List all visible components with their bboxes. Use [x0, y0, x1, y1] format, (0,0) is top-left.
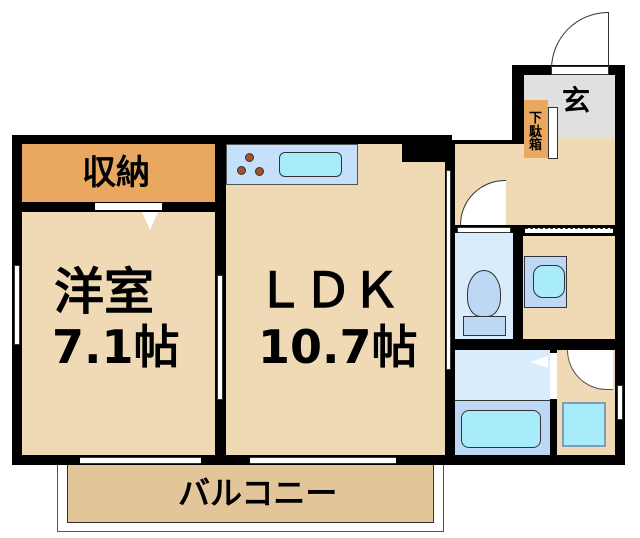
kitchen-sink-icon	[279, 152, 342, 177]
washing-machine-icon	[562, 402, 606, 447]
toilet-bowl-icon	[467, 270, 501, 317]
laundry-door[interactable]	[567, 350, 613, 390]
shoe-box-label: 下駄箱	[529, 111, 543, 154]
ldk-balcony-window[interactable]	[250, 457, 396, 464]
ldk-hall-sliding-door[interactable]	[446, 170, 451, 370]
ldk: ＬＤＫ 10.7帖	[226, 144, 445, 455]
balcony: バルコニー	[57, 462, 444, 532]
bedroom-door[interactable]	[217, 275, 223, 400]
hallway-upper	[548, 137, 615, 147]
bathroom-door[interactable]	[550, 353, 557, 399]
bedroom: 洋室 7.1帖	[22, 212, 215, 455]
bedroom-west-window[interactable]	[14, 265, 20, 345]
bathroom	[455, 350, 550, 455]
kitchen-counter	[226, 144, 358, 185]
storage-room: 収納	[22, 144, 215, 202]
ldk-type: ＬＤＫ	[256, 263, 401, 319]
toilet-room	[455, 233, 513, 339]
bedroom-balcony-window[interactable]	[80, 457, 201, 464]
bedroom-type: 洋室	[54, 263, 154, 321]
washroom-sliding-door[interactable]	[525, 228, 613, 233]
shoe-box[interactable]: 下駄箱	[524, 100, 548, 158]
stove-icon	[237, 153, 267, 179]
balcony-label: バルコニー	[178, 474, 338, 512]
entrance-label: 玄	[562, 84, 591, 117]
washroom	[523, 236, 615, 339]
laundry-window[interactable]	[617, 385, 623, 420]
toilet-tank-icon	[463, 316, 506, 336]
entrance-door[interactable]	[551, 12, 609, 69]
washbasin-bowl-icon	[533, 265, 565, 298]
ldk-size: 10.7帖	[258, 320, 418, 374]
bathtub-icon	[455, 400, 550, 455]
bedroom-size: 7.1帖	[52, 320, 180, 374]
storage-door[interactable]	[95, 203, 162, 210]
storage-label: 収納	[82, 153, 150, 193]
laundry-space	[557, 350, 615, 455]
ldk-pillar	[402, 144, 445, 162]
